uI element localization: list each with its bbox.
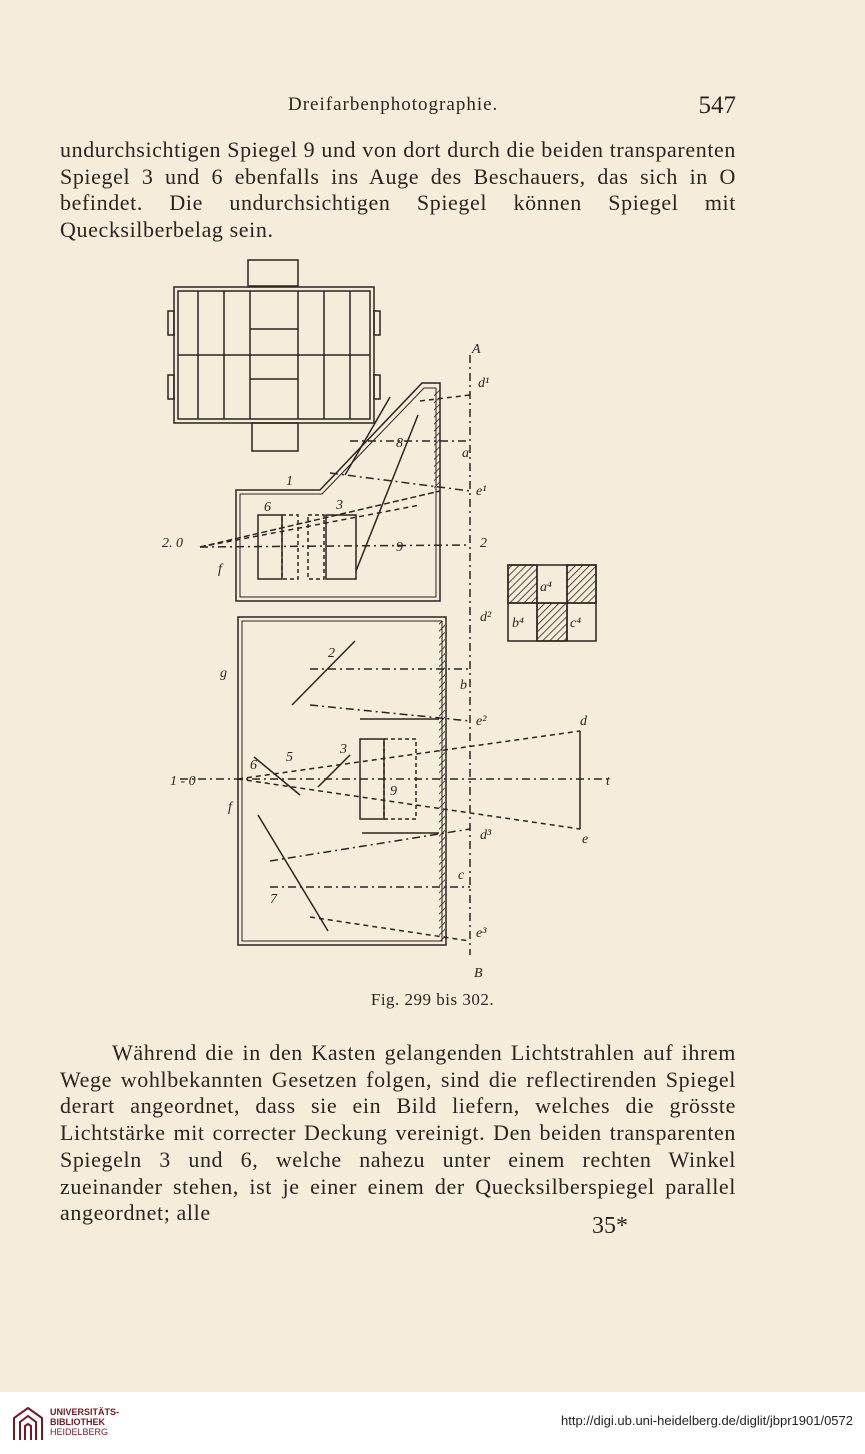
footer-bar: UNIVERSITÄTS- BIBLIOTHEK HEIDELBERG http… (0, 1392, 865, 1454)
label-B: B (474, 966, 483, 981)
label-5: 5 (286, 750, 293, 765)
label-2-o: 2. 0 (162, 536, 183, 551)
label-9-lower: 9 (390, 784, 397, 799)
label-b: b (460, 678, 467, 693)
figure-mirror-box-diagram: A d¹ a e¹ 2 8 1 6 3 9 2. 0 f d² a⁴ b⁴ c⁴… (162, 259, 611, 981)
label-d1: d¹ (478, 376, 489, 391)
logo-line-2: BIBLIOTHEK (50, 1417, 105, 1427)
label-c: c (458, 868, 465, 883)
label-3: 3 (335, 498, 343, 513)
label-t: t (606, 774, 611, 789)
color-grid (507, 564, 597, 642)
label-f-lower: f (228, 800, 234, 815)
signature-mark: 35* (592, 1213, 628, 1239)
running-head-title: Dreifarbenphotographie. (288, 94, 499, 115)
label-6: 6 (264, 500, 271, 515)
library-logo-text: UNIVERSITÄTS- BIBLIOTHEK HEIDELBERG (50, 1407, 119, 1437)
paragraph-main: Während die in den Kasten gelangenden Li… (60, 1040, 736, 1226)
label-f: f (218, 562, 224, 577)
label-6-lower: 6 (250, 758, 257, 773)
label-2-right: 2 (480, 536, 487, 551)
label-d3: d³ (480, 828, 492, 843)
scanned-page: Dreifarbenphotographie. 547 undurchsicht… (60, 92, 736, 1239)
source-url-link[interactable]: http://digi.ub.uni-heidelberg.de/diglit/… (561, 1413, 853, 1428)
label-e1: e¹ (476, 484, 486, 499)
lower-box (180, 616, 610, 946)
label-a4: a⁴ (540, 580, 552, 595)
label-A: A (471, 342, 481, 357)
paragraph-continuation: undurchsichtigen Spiegel 9 und von dort … (60, 137, 736, 243)
figure-caption: Fig. 299 bis 302. (370, 990, 495, 1009)
label-2-lower: 2 (328, 646, 335, 661)
label-8: 8 (396, 436, 403, 451)
label-e3: e³ (476, 926, 487, 941)
page-number: 547 (698, 92, 737, 119)
label-d2: d² (480, 610, 492, 625)
label-c4: c⁴ (570, 616, 581, 631)
label-a: a (462, 446, 469, 461)
logo-line-3: HEIDELBERG (50, 1427, 109, 1437)
label-d: d (580, 714, 588, 729)
label-e2: e² (476, 714, 487, 729)
plan-view (167, 259, 381, 452)
label-b4: b⁴ (512, 616, 524, 631)
label-3-lower: 3 (339, 742, 347, 757)
library-logo-icon (13, 1406, 43, 1440)
label-1: 1 (286, 474, 293, 489)
label-g: g (220, 666, 227, 681)
label-1-o: 1 - 0 (170, 774, 196, 789)
running-head: Dreifarbenphotographie. 547 (62, 92, 736, 122)
label-7: 7 (270, 892, 278, 907)
label-9: 9 (396, 540, 403, 555)
logo-line-1: UNIVERSITÄTS- (50, 1407, 120, 1417)
upper-box (199, 382, 471, 602)
label-e: e (582, 832, 588, 847)
